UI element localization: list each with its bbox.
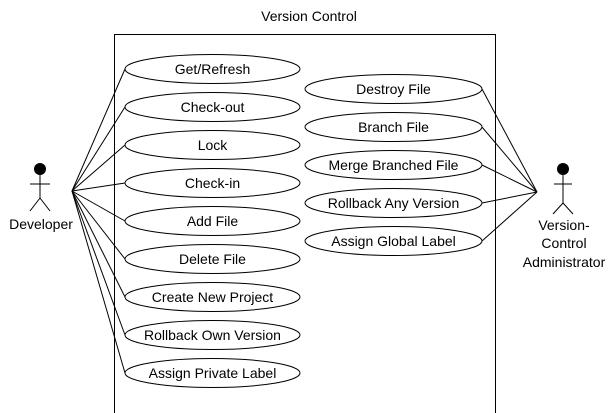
use-case-add-file[interactable]: Add File — [124, 206, 301, 236]
use-case-delete-file[interactable]: Delete File — [124, 244, 301, 274]
use-case-label: Lock — [198, 137, 229, 153]
association-line — [71, 68, 126, 192]
use-case-check-out[interactable]: Check-out — [124, 92, 301, 122]
system-boundary-title: Version Control — [261, 8, 357, 24]
use-case-ellipse — [304, 226, 483, 256]
use-case-create-new-project[interactable]: Create New Project — [124, 282, 301, 312]
association-line — [481, 88, 538, 193]
use-case-assign-private-label[interactable]: Assign Private Label — [124, 358, 301, 388]
actor-left-leg — [552, 202, 564, 215]
use-case-lock[interactable]: Lock — [124, 130, 301, 160]
actor-administrator[interactable]: Version- Control Administrator — [523, 163, 606, 270]
association-line — [481, 191, 538, 242]
use-case-get-refresh[interactable]: Get/Refresh — [124, 54, 301, 84]
use-case-label: Assign Global Label — [331, 233, 456, 249]
use-case-label: Check-in — [185, 175, 240, 191]
actor-administrator-label-line-2: Control — [541, 235, 586, 251]
use-case-check-in[interactable]: Check-in — [124, 168, 301, 198]
association-line — [71, 190, 126, 260]
use-case-branch-file[interactable]: Branch File — [304, 112, 483, 142]
use-case-ellipse — [304, 150, 483, 180]
use-case-ellipse — [124, 130, 301, 160]
associations — [71, 68, 538, 374]
use-case-ellipse — [124, 358, 301, 388]
use-case-destroy-file[interactable]: Destroy File — [304, 74, 483, 104]
association-line — [481, 164, 538, 193]
association-line — [71, 190, 126, 374]
association-line — [481, 191, 538, 204]
system-boundary — [114, 34, 496, 413]
use-case-ellipse — [304, 74, 483, 104]
actor-developer[interactable]: Developer — [9, 163, 73, 232]
use-case-ellipse — [124, 282, 301, 312]
use-case-rollback-own-version[interactable]: Rollback Own Version — [124, 320, 301, 350]
actor-right-leg — [39, 197, 51, 212]
use-case-label: Rollback Own Version — [144, 327, 281, 343]
actor-administrator-label-line-3: Administrator — [523, 254, 606, 270]
association-line — [71, 190, 126, 222]
use-case-assign-global-label[interactable]: Assign Global Label — [304, 226, 483, 256]
use-case-label: Destroy File — [356, 81, 431, 97]
association-line — [71, 190, 126, 298]
association-line — [71, 182, 126, 192]
use-case-rollback-any-version[interactable]: Rollback Any Version — [304, 188, 483, 218]
use-case-ellipse — [124, 54, 301, 84]
use-case-label: Create New Project — [152, 289, 273, 305]
use-case-label: Branch File — [358, 119, 429, 135]
use-case-ellipse — [304, 112, 483, 142]
actor-left-leg — [29, 197, 41, 212]
use-case-ellipse — [124, 206, 301, 236]
use-case-ellipse — [304, 188, 483, 218]
actor-administrator-label-line-1: Version- — [538, 217, 590, 233]
use-case-label: Get/Refresh — [175, 61, 250, 77]
use-case-label: Check-out — [181, 99, 245, 115]
use-case-ellipse — [124, 92, 301, 122]
actor-head-icon — [557, 163, 569, 175]
association-line — [481, 126, 538, 193]
use-case-ellipse — [124, 244, 301, 274]
association-line — [71, 106, 126, 192]
use-case-label: Add File — [187, 213, 239, 229]
use-case-merge-branched-file[interactable]: Merge Branched File — [304, 150, 483, 180]
use-case-label: Assign Private Label — [149, 365, 277, 381]
association-line — [71, 144, 126, 192]
actor-head-icon — [34, 163, 46, 175]
use-case-label: Rollback Any Version — [328, 195, 460, 211]
use-case-label: Merge Branched File — [329, 157, 459, 173]
use-case-label: Delete File — [179, 251, 246, 267]
actor-developer-label: Developer — [9, 216, 73, 232]
use-case-ellipse — [124, 168, 301, 198]
use-case-ellipse — [124, 320, 301, 350]
actor-right-leg — [562, 202, 574, 215]
association-line — [71, 190, 126, 336]
